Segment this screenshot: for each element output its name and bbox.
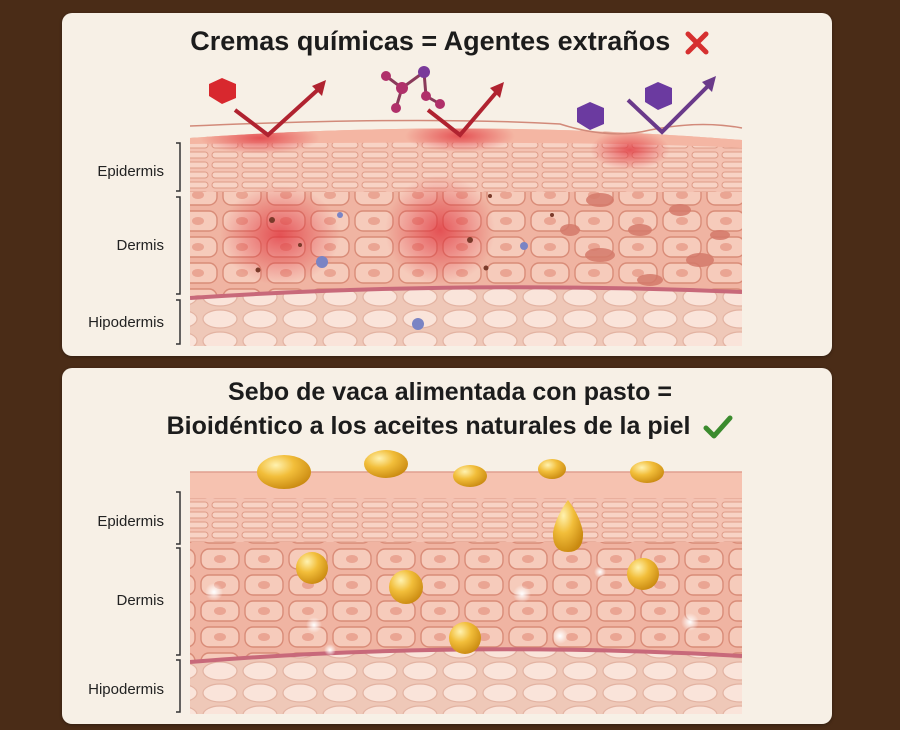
hipodermis-label-top: Hipodermis — [88, 314, 164, 331]
green-check-icon — [703, 415, 733, 439]
molecule-structure-icon — [381, 66, 445, 113]
dermis-label-top: Dermis — [116, 237, 165, 254]
epidermis-label-bottom: Epidermis — [97, 513, 164, 530]
tallow-title-line2: Bioidéntico a los aceites naturales de l… — [0, 412, 900, 441]
purple-molecule-icon — [577, 102, 604, 130]
dermis-label-bottom: Dermis — [116, 592, 165, 609]
purple-molecule-icon-2 — [645, 82, 672, 110]
tallow-title-line1: Sebo de vaca alimentada con pasto = — [228, 378, 672, 406]
red-x-icon — [685, 31, 709, 55]
chemical-creams-title: Cremas químicas = Agentes extraños — [0, 26, 900, 57]
hipodermis-label-bottom: Hipodermis — [88, 681, 164, 698]
oil-droplets — [257, 450, 664, 654]
red-molecule-icon — [209, 78, 236, 104]
epidermis-label-top: Epidermis — [97, 163, 164, 180]
